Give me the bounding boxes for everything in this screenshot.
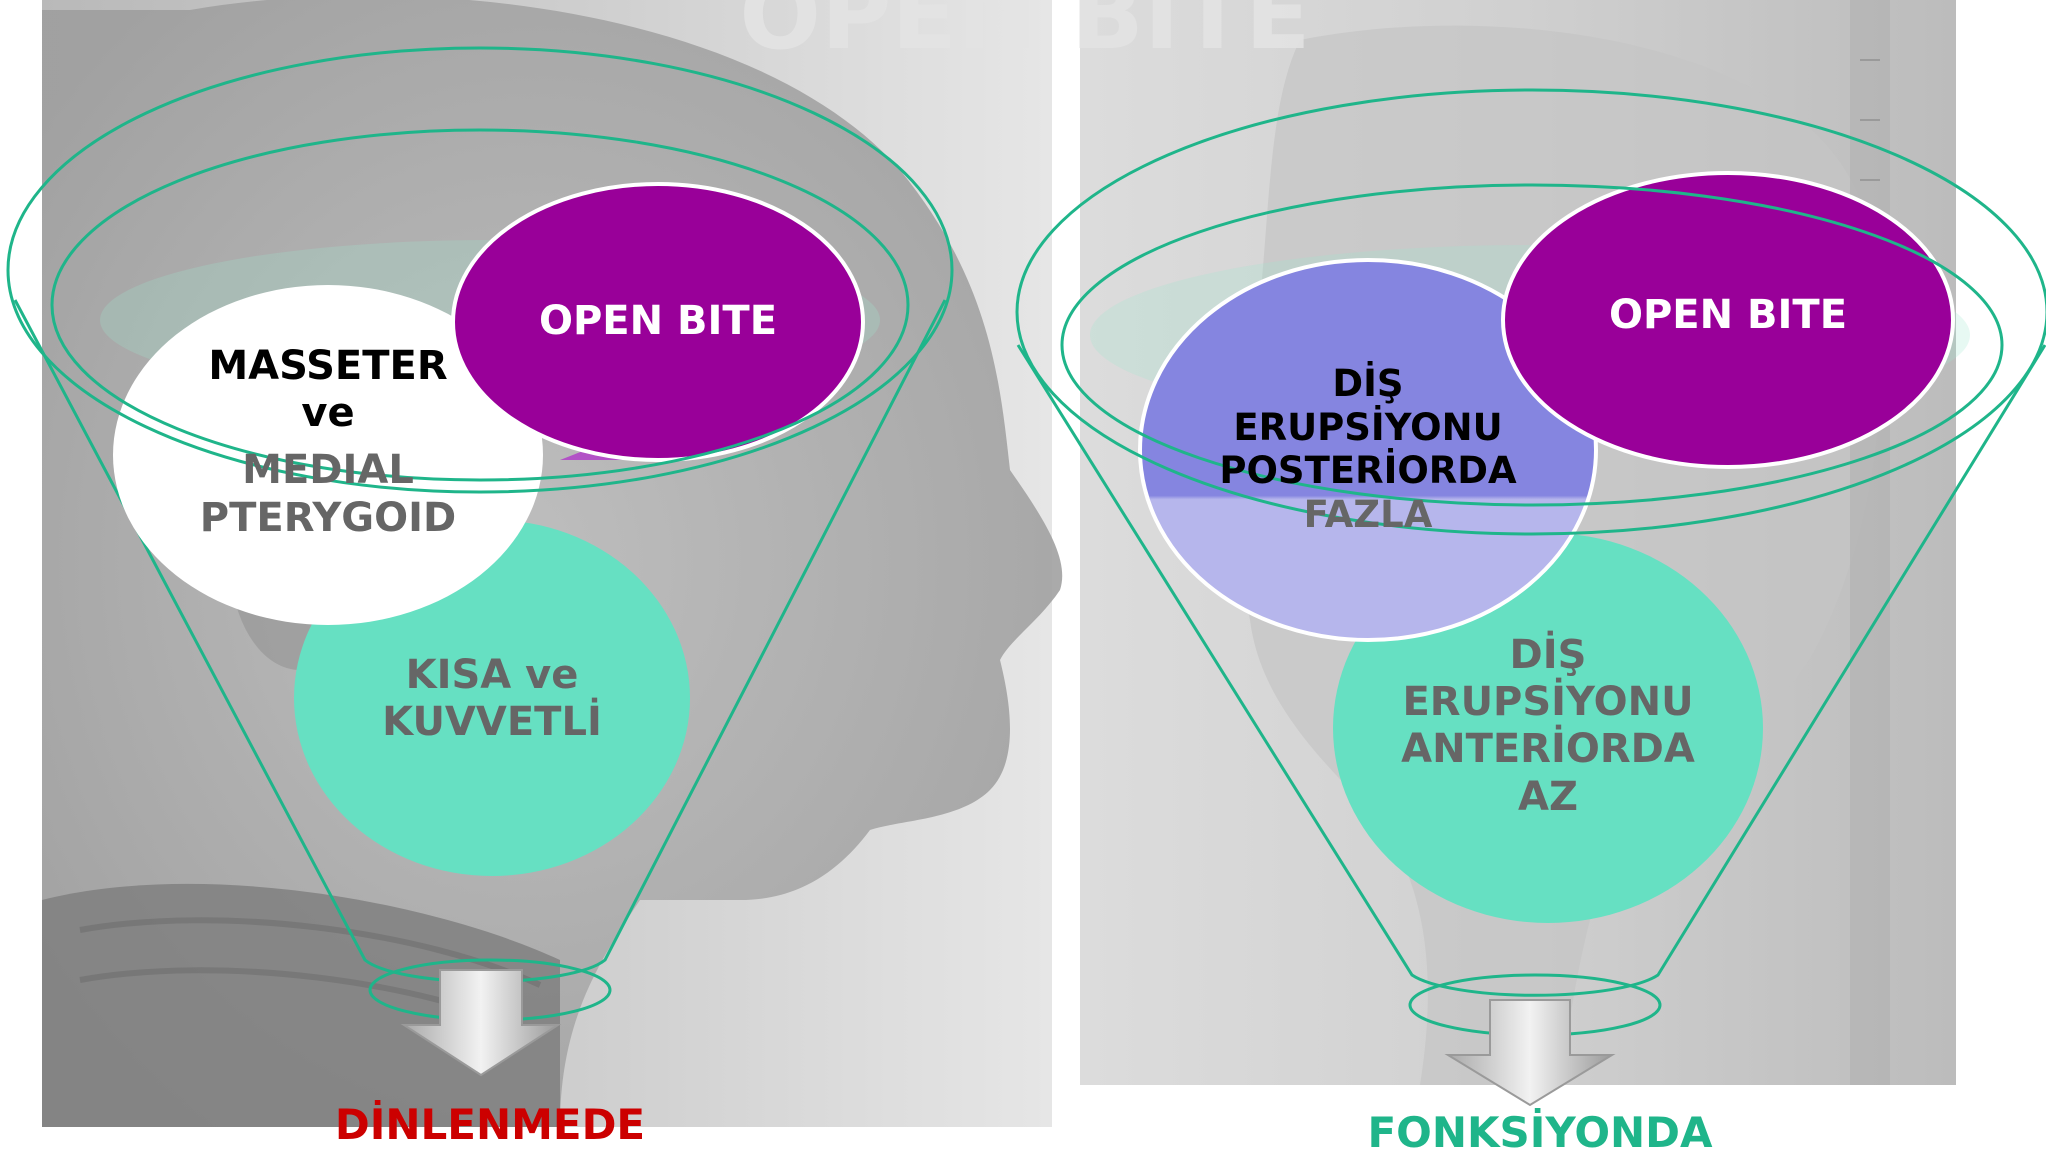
left-white-circle <box>113 285 543 625</box>
left-down-arrow <box>400 969 562 1077</box>
right-funnel-rim-outer <box>1015 88 2046 536</box>
watermark-title: OPEN BITE <box>739 0 1310 71</box>
left-white-label: MASSETER ve MEDIAL PTERYGOID <box>168 343 488 542</box>
left-white-label-line: MASSETER <box>208 343 448 389</box>
right-purple-label: OPEN BITE <box>1608 292 1848 338</box>
right-lavender-label-line: FAZLA <box>1303 492 1433 536</box>
right-caption: FONKSİYONDA <box>1367 1108 1713 1157</box>
left-white-label-line: ve <box>301 390 355 437</box>
right-teal-label-line: ANTERİORDA <box>1401 726 1695 773</box>
right-teal-label-line: AZ <box>1518 773 1578 820</box>
right-teal-label: DİŞ ERUPSİYONU ANTERİORDA AZ <box>1378 632 1718 821</box>
left-white-label-line: MEDIAL <box>242 447 414 494</box>
right-teal-label-line: ERUPSİYONU <box>1402 679 1694 726</box>
right-funnel-rim-inner <box>1060 183 2004 507</box>
left-teal-label: KISA ve KUVVETLİ <box>342 652 642 746</box>
right-lavender-label-line: DİŞ <box>1332 362 1404 405</box>
right-lavender-circle <box>1138 258 1598 642</box>
diagram-canvas: OPEN BITE <box>6 0 2046 1127</box>
right-lavender-label: DİŞ ERUPSİYONU POSTERİORDA FAZLA <box>1198 362 1538 537</box>
left-purple-circle <box>451 182 865 462</box>
right-down-arrow <box>1444 999 1616 1107</box>
left-teal-label-line: KISA ve <box>405 652 579 698</box>
right-lavender-label-line: ERUPSİYONU <box>1233 405 1503 449</box>
right-lavender-label-line: POSTERİORDA <box>1219 449 1517 493</box>
right-teal-label-line: DİŞ <box>1509 632 1587 678</box>
left-purple-label: OPEN BITE <box>538 298 778 344</box>
right-purple-circle <box>1501 171 1955 469</box>
left-caption: DİNLENMEDE <box>334 1100 646 1149</box>
left-funnel-rim-inner <box>50 128 910 482</box>
left-funnel-rim-outer <box>6 46 954 494</box>
left-white-label-line: PTERYGOID <box>199 494 457 541</box>
left-teal-label-line: KUVVETLİ <box>382 699 602 746</box>
